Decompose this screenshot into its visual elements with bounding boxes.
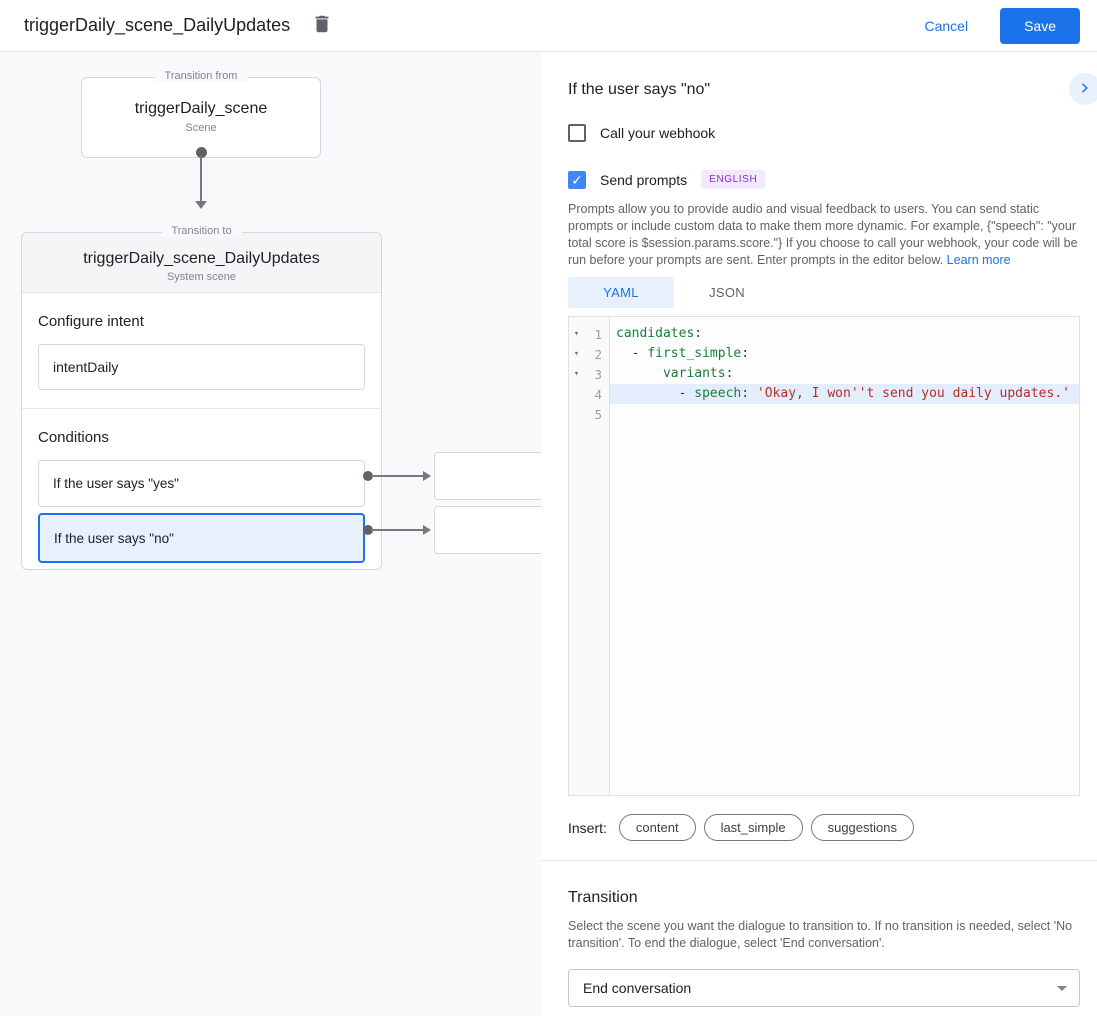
code-token-punct <box>616 386 679 401</box>
code-token-punct: - <box>678 386 695 401</box>
code-token-punct: : <box>694 326 703 341</box>
code-line[interactable]: - first_simple: <box>610 344 1079 364</box>
conditions-section: Conditions If the user says "yes" If the… <box>22 408 381 581</box>
configure-intent-label: Configure intent <box>38 313 144 330</box>
to-scene-type: System scene <box>166 271 237 283</box>
condition-yes-connector-arrowhead <box>423 471 431 481</box>
cancel-button[interactable]: Cancel <box>924 17 969 34</box>
gutter-row: ▾1 <box>569 324 609 344</box>
code-token-key: first_simple <box>647 346 742 361</box>
call-webhook-label: Call your webhook <box>600 125 716 141</box>
fold-arrow-icon[interactable]: ▾ <box>573 369 580 379</box>
insert-suggestions-pill[interactable]: suggestions <box>810 814 914 841</box>
code-token-punct: : <box>741 346 750 361</box>
transition-to-legend: Transition to <box>161 225 242 237</box>
code-token-punct <box>616 346 632 361</box>
editor-code-area[interactable]: candidates: - first_simple: variants: - … <box>610 317 1079 795</box>
insert-label: Insert: <box>568 819 607 836</box>
code-line[interactable]: variants: <box>610 364 1079 384</box>
from-scene-name: triggerDaily_scene <box>134 100 268 117</box>
send-prompts-label: Send prompts <box>600 171 688 188</box>
code-token-punct: - <box>631 346 648 361</box>
condition-yes-connector-line <box>371 475 423 477</box>
webhook-checkbox-row: Call your webhook <box>568 124 1080 142</box>
section-divider <box>541 860 1097 861</box>
delete-scene-button[interactable] <box>308 12 336 40</box>
condition-yes-target-node[interactable] <box>434 452 541 500</box>
language-badge: ENGLISH <box>701 170 766 189</box>
transition-select-value: End conversation <box>583 980 692 996</box>
insert-content-pill[interactable]: content <box>618 814 696 841</box>
prompts-description: Prompts allow you to provide audio and v… <box>568 201 1080 269</box>
condition-no-connector-line <box>371 529 423 531</box>
code-token-punct <box>616 366 663 381</box>
page-title: triggerDaily_scene_DailyUpdates <box>24 15 291 35</box>
line-number: 2 <box>594 346 602 362</box>
flow-connector-arrowhead <box>195 201 207 209</box>
condition-no-connector-dot <box>363 525 373 535</box>
save-button[interactable]: Save <box>1000 7 1080 44</box>
send-prompts-checkbox[interactable]: ✓ <box>568 170 586 189</box>
chevron-right-icon <box>1076 79 1094 100</box>
code-token-punct: : <box>741 386 757 401</box>
condition-no-target-node[interactable] <box>434 506 541 554</box>
condition-heading: If the user says "no" <box>568 81 711 98</box>
transition-to-node: Transition to triggerDaily_scene_DailyUp… <box>21 225 382 570</box>
line-number: 1 <box>594 326 602 342</box>
tab-json[interactable]: JSON <box>709 285 745 300</box>
gutter-row: 4 <box>569 384 609 404</box>
dropdown-caret-icon <box>1057 985 1067 991</box>
transition-description: Select the scene you want the dialogue t… <box>568 919 1073 950</box>
prompts-checkbox-row: ✓ Send prompts ENGLISH <box>568 170 1080 189</box>
fold-arrow-icon[interactable]: ▾ <box>573 349 580 359</box>
gutter-row: ▾3 <box>569 364 609 384</box>
condition-no-connector-arrowhead <box>423 525 431 535</box>
insert-toolbar: Insert: content last_simple suggestions <box>568 814 1080 841</box>
editor-format-tabs: YAML JSON <box>568 277 1080 308</box>
trash-icon <box>311 13 333 38</box>
tab-yaml[interactable]: YAML <box>568 277 674 308</box>
header: triggerDaily_scene_DailyUpdates Cancel S… <box>0 0 1097 52</box>
transition-select[interactable]: End conversation <box>568 969 1080 1007</box>
transition-heading: Transition <box>568 889 638 906</box>
gutter-row: ▾2 <box>569 344 609 364</box>
conditions-label: Conditions <box>38 429 109 446</box>
to-scene-name: triggerDaily_scene_DailyUpdates <box>83 250 320 267</box>
scene-flow-canvas: Transition from triggerDaily_scene Scene… <box>0 52 541 1016</box>
from-scene-type: Scene <box>185 122 217 134</box>
to-scene-header[interactable]: triggerDaily_scene_DailyUpdates System s… <box>22 233 381 293</box>
line-number: 4 <box>594 386 602 402</box>
code-line[interactable] <box>610 404 1079 424</box>
transition-from-legend: Transition from <box>154 70 248 82</box>
code-token-string: 'Okay, I won''t send you daily updates.' <box>756 386 1070 401</box>
collapse-panel-button[interactable] <box>1069 73 1097 105</box>
condition-yes-connector-dot <box>363 471 373 481</box>
fold-arrow-icon[interactable]: ▾ <box>573 329 580 339</box>
transition-from-node[interactable]: Transition from triggerDaily_scene Scene <box>81 70 321 158</box>
flow-connector-line <box>200 156 202 202</box>
insert-last-simple-pill[interactable]: last_simple <box>703 814 803 841</box>
code-token-key: candidates <box>616 326 695 341</box>
line-number: 5 <box>594 406 602 422</box>
line-number: 3 <box>594 366 602 382</box>
prompts-description-text: Prompts allow you to provide audio and v… <box>568 202 1078 267</box>
learn-more-link[interactable]: Learn more <box>946 253 1011 267</box>
condition-item-yes[interactable]: If the user says "yes" <box>38 460 365 507</box>
code-token-key: speech <box>694 386 742 401</box>
gutter-row: 5 <box>569 404 609 424</box>
condition-item-no[interactable]: If the user says "no" <box>38 513 365 563</box>
code-line[interactable]: candidates: <box>610 324 1079 344</box>
intent-item[interactable]: intentDaily <box>38 344 365 390</box>
call-webhook-checkbox[interactable] <box>568 124 586 142</box>
configure-intent-section: Configure intent intentDaily <box>22 293 381 408</box>
flow-connector-dot <box>196 147 207 158</box>
code-token-punct: : <box>725 366 734 381</box>
code-token-key: variants <box>662 366 726 381</box>
code-line[interactable]: - speech: 'Okay, I won''t send you daily… <box>610 384 1079 404</box>
condition-detail-panel: If the user says "no" Call your webhook … <box>541 52 1097 1016</box>
